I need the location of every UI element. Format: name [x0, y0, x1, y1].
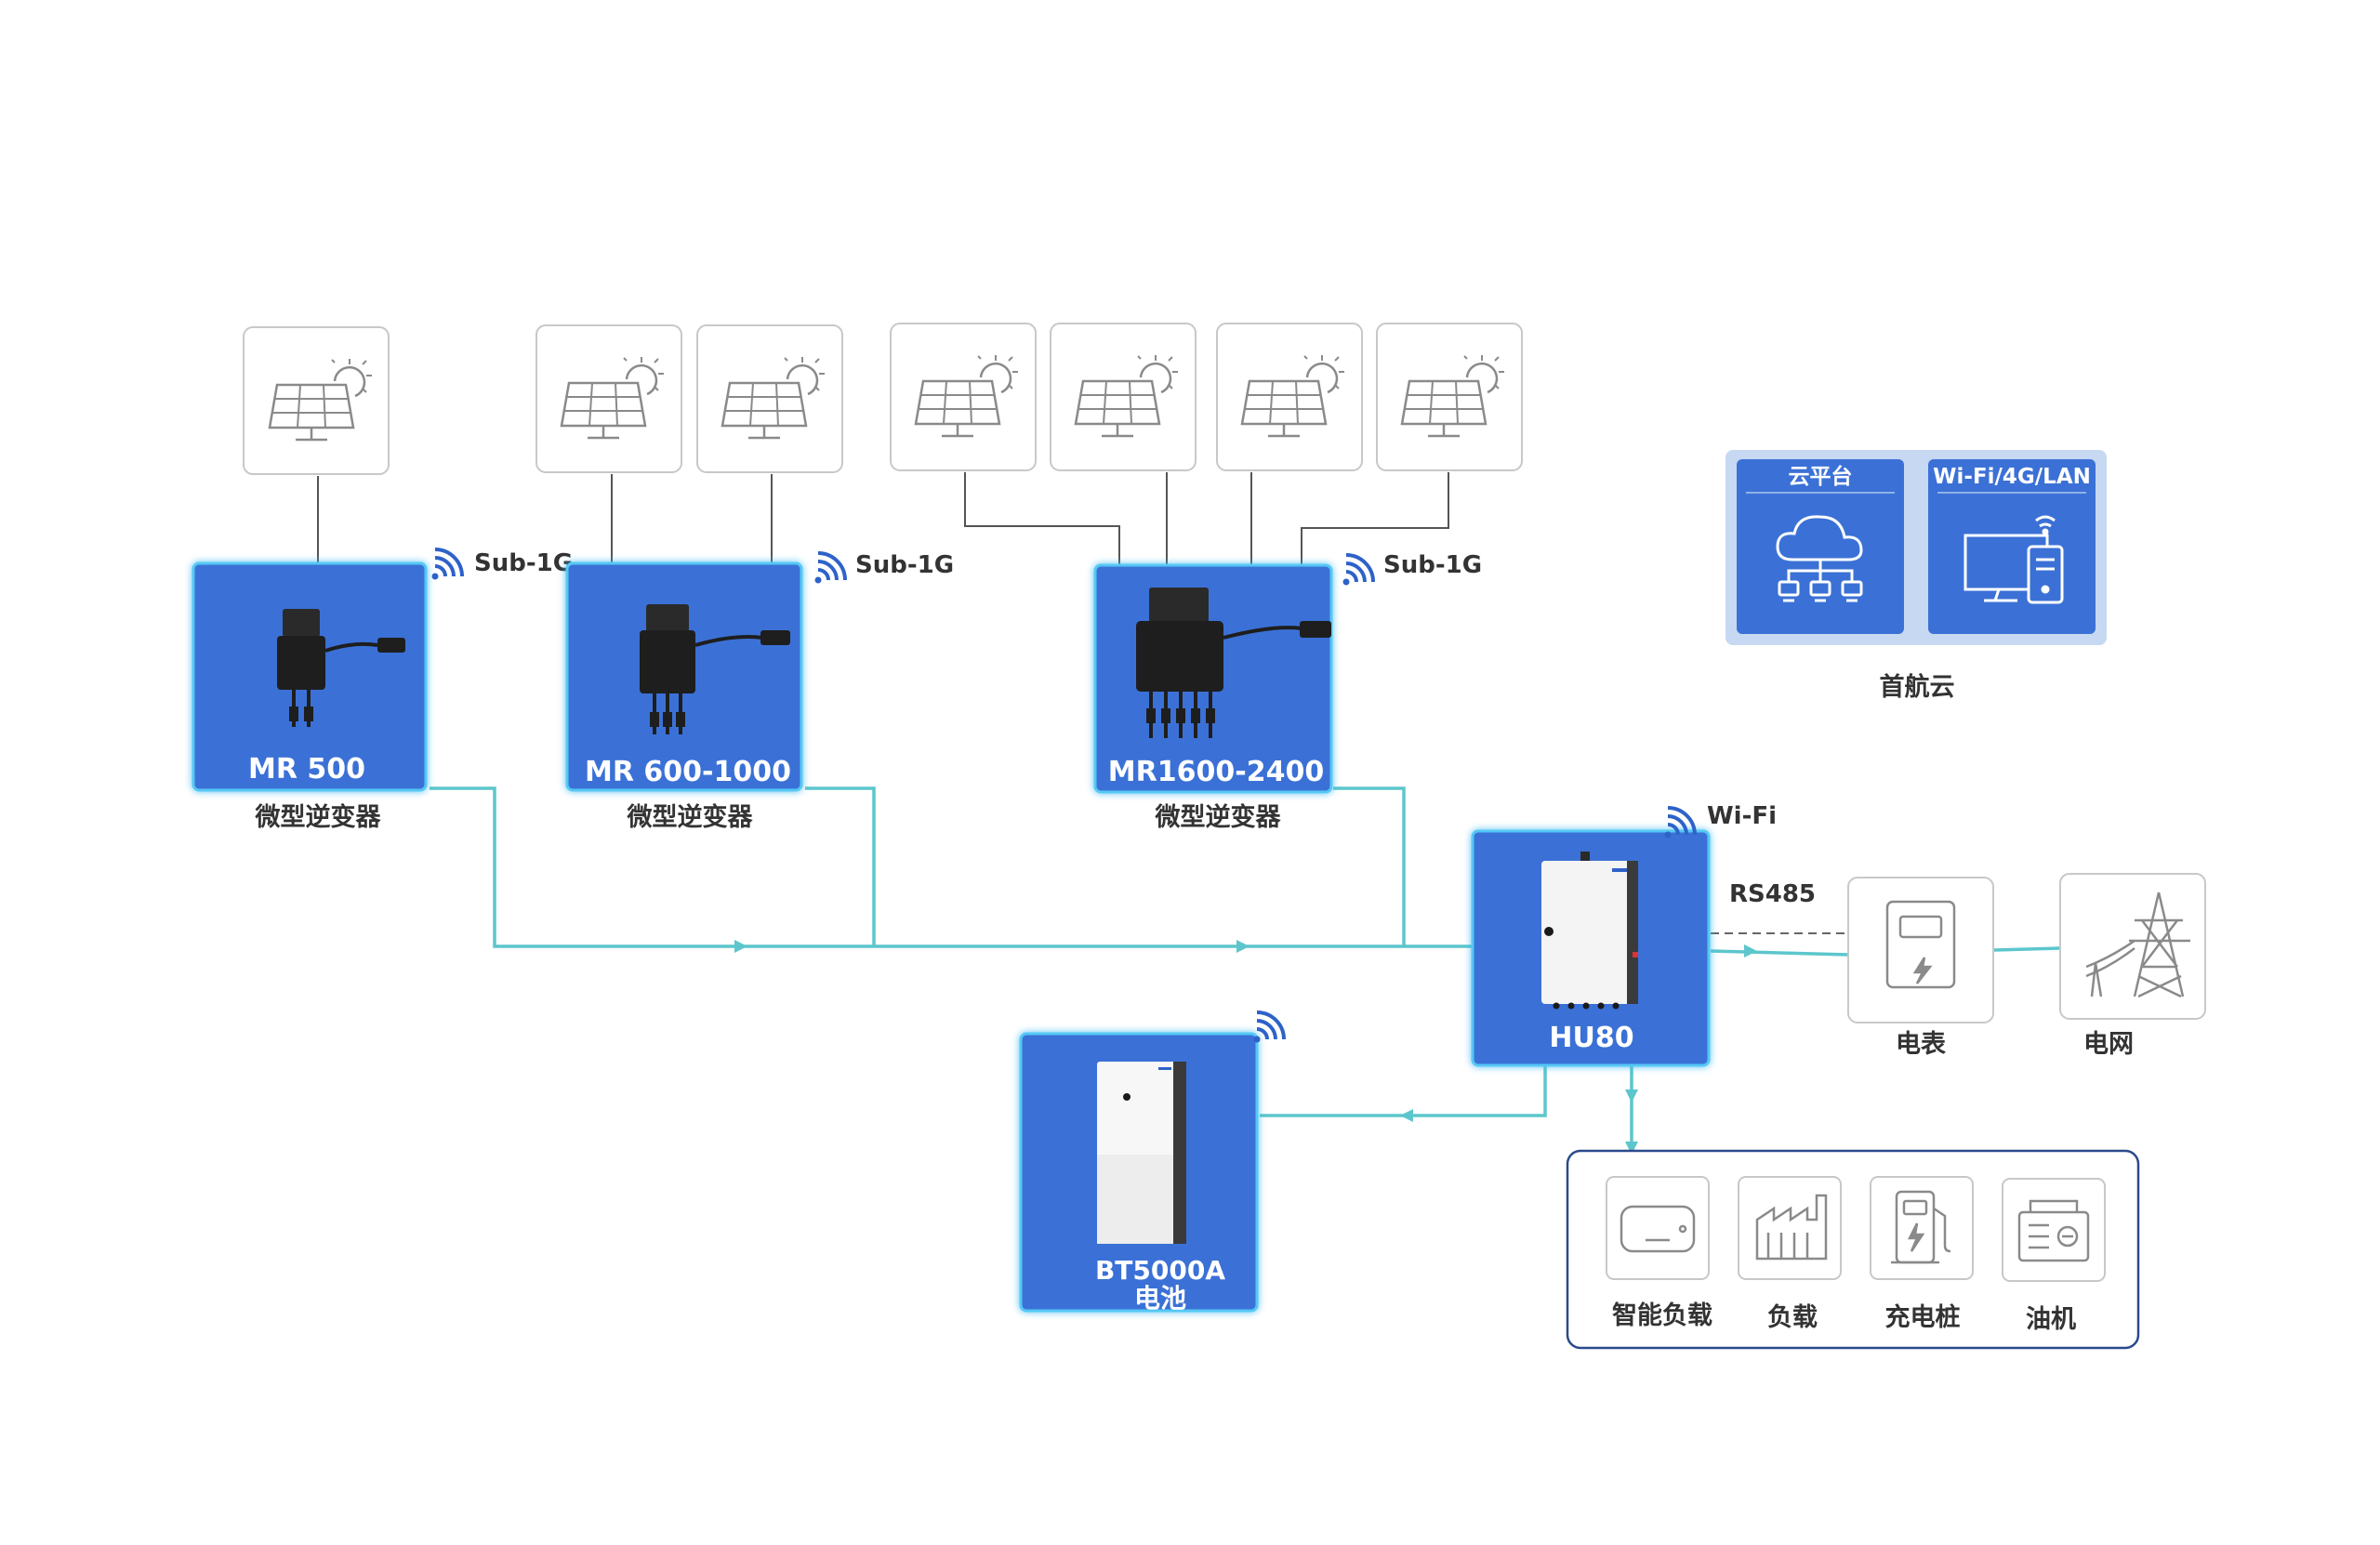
inverter-mr600-1000[interactable]: MR 600-1000 [565, 561, 803, 792]
solar-panel [1216, 323, 1363, 471]
network-label: Wi-Fi/4G/LAN [1933, 465, 2091, 489]
wireless-signal-icon [430, 548, 464, 582]
inverter-caption: 微型逆变器 [1155, 802, 1282, 832]
cloud-platform-label: 云平台 [1789, 464, 1853, 489]
device-model: BT5000A [1095, 1255, 1225, 1286]
inverter-caption: 微型逆变器 [627, 802, 754, 832]
device-caption: 电池 [1134, 1283, 1186, 1314]
load-caption: 充电桩 [1885, 1302, 1961, 1332]
micro-inverter-icon [277, 609, 405, 727]
ac-bus-lines [430, 786, 2061, 1151]
wireless-signal-icon [1251, 1010, 1286, 1045]
micro-inverter-icon [1136, 588, 1331, 738]
factory-icon [1755, 1194, 1828, 1261]
solar-panel [696, 324, 843, 473]
cloud-network-icon [1776, 515, 1863, 602]
charging-pile-icon [1891, 1190, 1951, 1264]
device-model: MR 500 [248, 753, 365, 786]
load-smart[interactable] [1606, 1176, 1710, 1280]
network-card[interactable]: Wi-Fi/4G/LAN [1928, 459, 2096, 634]
load-general[interactable] [1738, 1176, 1842, 1280]
meter-caption: 电表 [1896, 1030, 1946, 1059]
wireless-signal-icon [813, 551, 847, 586]
computer-icon [1964, 515, 2064, 604]
grid[interactable] [2059, 873, 2206, 1020]
micro-inverter-icon [640, 604, 790, 734]
solar-panel [536, 324, 682, 473]
solar-panel [1376, 323, 1523, 471]
loads-group: 智能负载 负载 充电桩 [1566, 1149, 2140, 1350]
load-caption: 负载 [1767, 1303, 1818, 1332]
power-tower-icon [2085, 891, 2190, 998]
cloud-caption: 首航云 [1880, 672, 1955, 702]
solar-panels [243, 323, 1523, 475]
meter[interactable] [1847, 877, 1994, 1023]
inverter-caption: 微型逆变器 [255, 802, 382, 832]
device-model: MR 600-1000 [585, 756, 791, 788]
signal-label: Wi-Fi [1707, 802, 1777, 830]
flow-arrows [734, 940, 1757, 1155]
cloud-platform-card[interactable]: 云平台 [1737, 459, 1904, 634]
solar-panel [243, 326, 390, 475]
signal-label: Sub-1G [855, 551, 954, 579]
solar-panel [1050, 323, 1197, 471]
load-caption: 油机 [2026, 1305, 2076, 1334]
solar-panel [890, 323, 1037, 471]
load-generator[interactable] [2002, 1178, 2106, 1282]
inverter-mr500[interactable]: MR 500 [192, 561, 428, 792]
signal-label: Sub-1G [1383, 551, 1482, 579]
inverter-mr1600-2400[interactable]: MR1600-2400 [1093, 563, 1333, 794]
cloud-platform-group: 云平台 Wi-Fi/4G/LAN [1726, 450, 2107, 645]
hybrid-inverter-icon [1541, 852, 1638, 1010]
battery-bt5000a[interactable]: BT5000A 电池 [1019, 1032, 1259, 1314]
panel-wires [317, 472, 1449, 567]
wireless-signal-icon [1341, 553, 1375, 588]
signal-label: Sub-1G [474, 549, 573, 577]
load-caption: 智能负载 [1612, 1301, 1712, 1330]
device-model: MR1600-2400 [1108, 756, 1324, 788]
hub-hu80[interactable]: HU80 [1471, 829, 1711, 1067]
water-heater-icon [1620, 1205, 1696, 1253]
device-model: HU80 [1549, 1022, 1633, 1054]
generator-icon [2017, 1199, 2090, 1262]
battery-icon [1097, 1062, 1186, 1244]
link-label: RS485 [1729, 880, 1816, 908]
grid-caption: 电网 [2083, 1030, 2134, 1059]
meter-icon [1885, 900, 1956, 989]
load-charger[interactable] [1870, 1176, 1974, 1280]
